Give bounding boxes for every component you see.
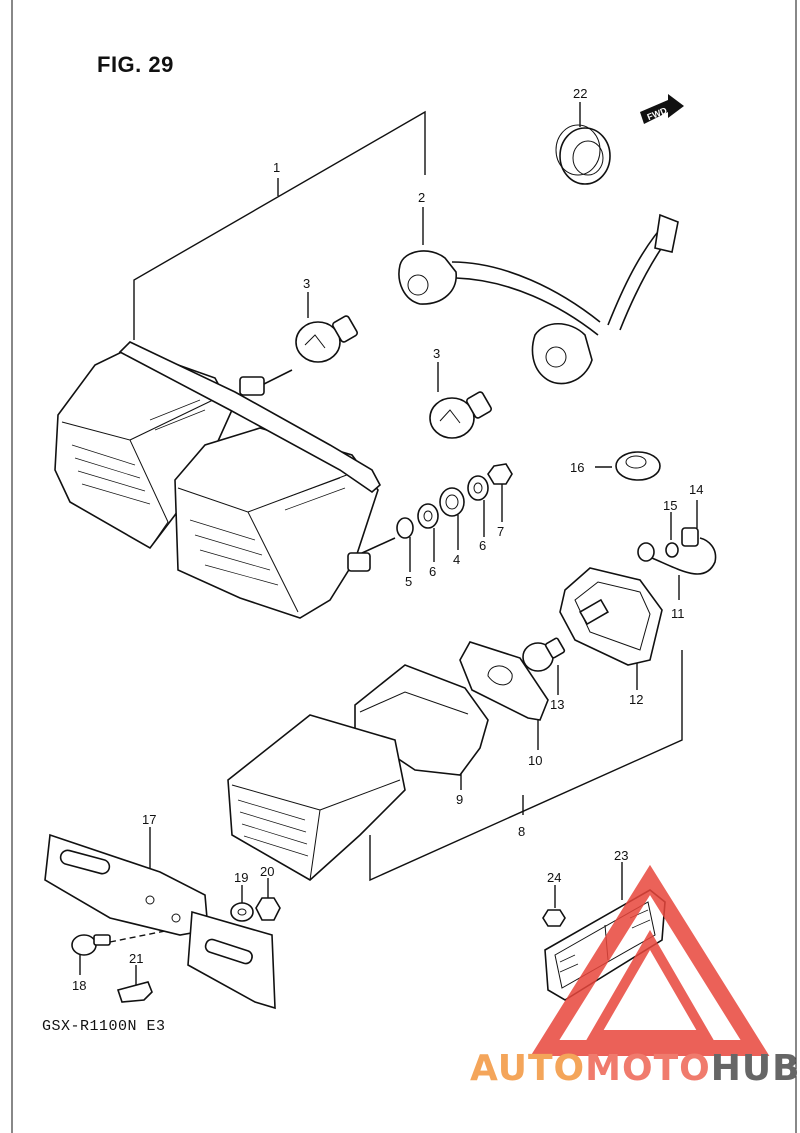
license-lamp-gasket xyxy=(459,641,549,721)
callout-4: 4 xyxy=(453,552,460,567)
callout-3: 3 xyxy=(303,276,310,291)
license-light-socket xyxy=(637,527,717,575)
callout-11: 11 xyxy=(671,606,685,621)
lens-hatching xyxy=(71,399,346,586)
callout-14: 14 xyxy=(689,482,703,497)
rear-combination-light xyxy=(54,341,396,619)
callout-24: 24 xyxy=(547,870,561,885)
license-lamp-housing xyxy=(559,567,663,666)
watermark-part-moto: MOTO xyxy=(585,1048,711,1089)
callout-9: 9 xyxy=(456,792,463,807)
callout-10: 10 xyxy=(528,753,542,768)
bulb-socket-harness xyxy=(398,213,679,385)
callout-1: 1 xyxy=(273,160,280,175)
callout-17: 17 xyxy=(142,812,156,827)
figure-title: FIG. 29 xyxy=(97,52,174,77)
callout-8: 8 xyxy=(518,824,525,839)
callout-12: 12 xyxy=(629,692,643,707)
callout-labels: 1 2 3 3 4 5 6 6 7 8 9 10 11 12 13 14 15 … xyxy=(72,86,703,993)
fwd-label: FWD xyxy=(646,105,669,122)
callout-6: 6 xyxy=(429,564,436,579)
grommet-16 xyxy=(615,451,661,481)
callout-2: 2 xyxy=(418,190,425,205)
forward-direction-badge: FWD xyxy=(640,94,684,124)
callout-5: 5 xyxy=(405,574,412,589)
callout-18: 18 xyxy=(72,978,86,993)
callout-20: 20 xyxy=(260,864,274,879)
bulb-upper xyxy=(295,315,358,363)
watermark-wordmark: AUTOMOTOHUB xyxy=(470,1048,800,1089)
license-plate-bracket xyxy=(44,833,276,1010)
callout-6: 6 xyxy=(479,538,486,553)
rear-fender-cover xyxy=(227,664,489,881)
callout-13: 13 xyxy=(550,697,564,712)
watermark-logo-triangle xyxy=(530,864,770,1056)
callout-7: 7 xyxy=(497,524,504,539)
callout-15: 15 xyxy=(663,498,677,513)
callout-22: 22 xyxy=(573,86,587,101)
license-lamp-bulb xyxy=(522,637,566,672)
callout-23: 23 xyxy=(614,848,628,863)
model-code: GSX-R1100N E3 xyxy=(42,1018,166,1035)
leader-lines xyxy=(79,102,698,985)
fasteners xyxy=(71,897,566,1003)
mounting-hardware xyxy=(396,463,513,539)
callout-21: 21 xyxy=(129,951,143,966)
watermark-part-auto: AUTO xyxy=(470,1048,586,1089)
callout-19: 19 xyxy=(234,870,248,885)
bulb-lower xyxy=(429,391,492,439)
grommet-22 xyxy=(555,124,611,185)
watermark-part-hub: HUB xyxy=(710,1048,800,1089)
callout-16: 16 xyxy=(570,460,584,475)
callout-3: 3 xyxy=(433,346,440,361)
reflector-hatching xyxy=(237,799,309,857)
